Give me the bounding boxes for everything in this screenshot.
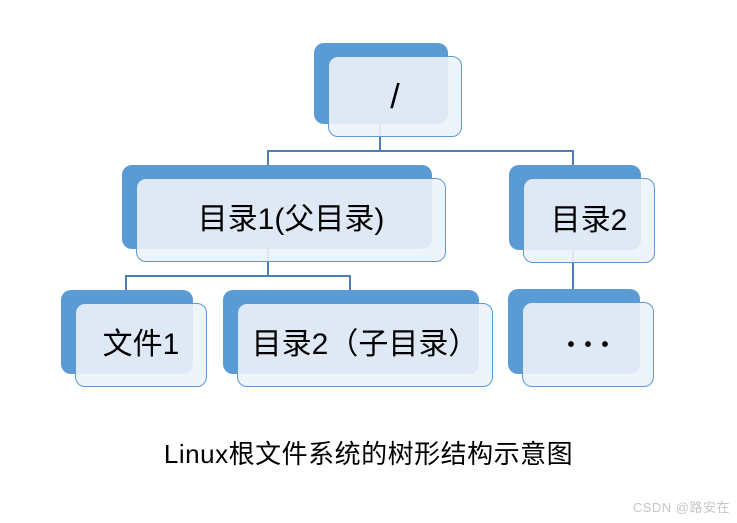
tree-node-file1: 文件1 bbox=[61, 290, 207, 387]
node-label-file1: 文件1 bbox=[102, 328, 180, 361]
tree-node-dir1: 目录1(父目录) bbox=[122, 165, 446, 262]
tree-node-dir2: 目录2 bbox=[509, 165, 655, 263]
node-label-dir1: 目录1(父目录) bbox=[197, 203, 385, 236]
tree-node-ellipsis: ••• bbox=[508, 289, 654, 387]
node-box: 文件1 bbox=[75, 303, 207, 387]
node-label-ellipsis: ••• bbox=[567, 333, 619, 356]
tree-node-root: / bbox=[314, 43, 462, 137]
node-label-dir2-child: 目录2（子目录） bbox=[251, 328, 479, 361]
node-box: 目录2（子目录） bbox=[237, 303, 493, 387]
node-box: / bbox=[328, 56, 462, 137]
node-label-dir2: 目录2 bbox=[550, 203, 628, 237]
node-box: 目录1(父目录) bbox=[136, 178, 446, 262]
node-label-root: / bbox=[390, 77, 400, 116]
diagram-caption: Linux根文件系统的树形结构示意图 bbox=[163, 439, 574, 469]
csdn-watermark: CSDN @路安在 bbox=[632, 500, 730, 515]
tree-node-dir2-child: 目录2（子目录） bbox=[223, 290, 493, 387]
node-box: ••• bbox=[522, 302, 654, 387]
node-box: 目录2 bbox=[523, 178, 655, 263]
